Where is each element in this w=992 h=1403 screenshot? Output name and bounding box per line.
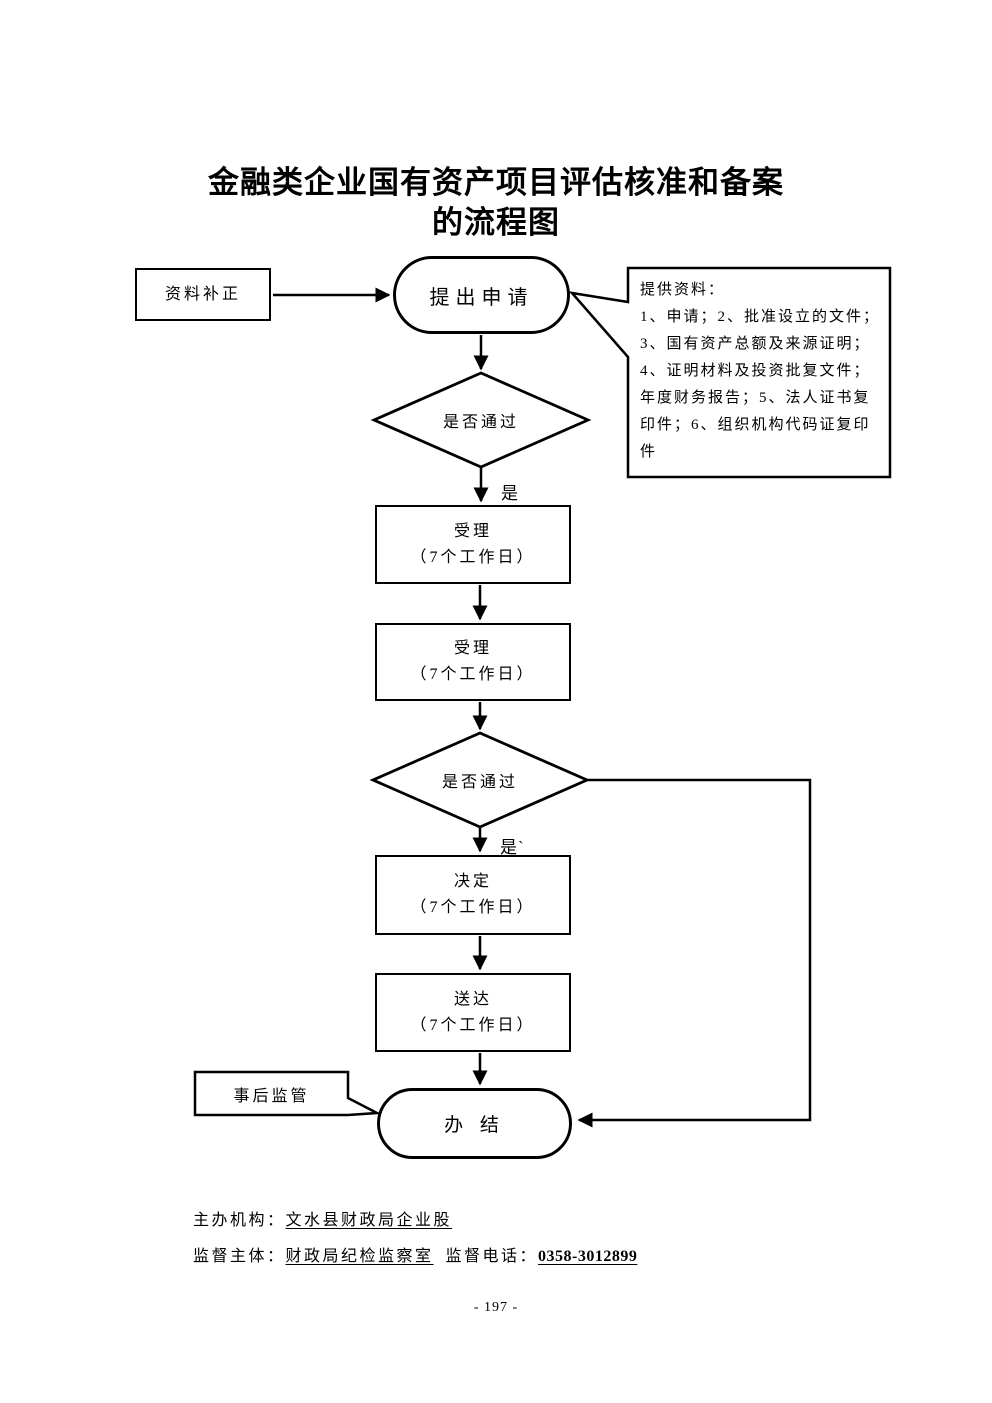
info-line: 印件；6、组织机构代码证复印 <box>640 417 871 433</box>
info-line: 年度财务报告；5、法人证书复 <box>640 390 871 406</box>
accept-box-2-line1: 受理 <box>453 640 492 657</box>
supplement-box-label: 资料补正 <box>164 285 241 303</box>
info-line: 3、国有资产总额及来源证明； <box>640 336 871 352</box>
phone-value: 0358-3012899 <box>538 1248 638 1265</box>
deliver-box: 送达 （7个工作日） <box>375 973 571 1052</box>
organizer-line: 主办机构：文水县财政局企业股 <box>193 1203 637 1239</box>
decide-box: 决定 （7个工作日） <box>375 855 571 935</box>
decision1-label: 是否通过 <box>442 414 520 431</box>
supervisor-value: 财政局纪检监察室 <box>285 1248 434 1265</box>
accept-box-1-line2: （7个工作日） <box>410 548 536 566</box>
decision2-label: 是否通过 <box>441 774 519 791</box>
page-title: 金融类企业国有资产项目评估核准和备案 的流程图 <box>0 163 992 243</box>
organizer-value: 文水县财政局企业股 <box>285 1212 453 1229</box>
feedback-line-no-path <box>577 778 812 1128</box>
decision2-yes-label: 是` <box>500 838 525 857</box>
complete-node: 办 结 <box>377 1088 572 1159</box>
deliver-box-line2: （7个工作日） <box>410 1016 536 1034</box>
info-line: 件 <box>640 444 658 460</box>
deliver-box-line1: 送达 <box>453 990 492 1008</box>
apply-node-label: 提出申请 <box>429 286 534 309</box>
post-supervision-callout-outline <box>193 1070 382 1117</box>
page-title-line1: 金融类企业国有资产项目评估核准和备案 <box>208 165 784 200</box>
supervisor-label: 监督主体： <box>193 1248 286 1265</box>
info-line: 1、申请；2、批准设立的文件； <box>640 309 881 325</box>
phone-label: 监督电话： <box>445 1248 539 1265</box>
info-callout-text: 提供资料： 1、申请；2、批准设立的文件； 3、国有资产总额及来源证明； 4、证… <box>628 268 890 477</box>
complete-node-label: 办 结 <box>444 1115 505 1136</box>
decide-box-line2: （7个工作日） <box>410 899 536 916</box>
footer-info: 主办机构：文水县财政局企业股 监督主体：财政局纪检监察室监督电话：0358-30… <box>193 1203 637 1275</box>
accept-box-2: 受理 （7个工作日） <box>375 623 571 701</box>
supplement-box: 资料补正 <box>135 268 271 321</box>
post-supervision-label: 事后监管 <box>233 1087 310 1105</box>
decision1-yes-label: 是 <box>501 484 519 503</box>
apply-node: 提出申请 <box>393 256 570 334</box>
supervisor-line: 监督主体：财政局纪检监察室监督电话：0358-3012899 <box>193 1239 637 1275</box>
organizer-label: 主办机构： <box>193 1212 286 1229</box>
page-number: - 197 - <box>473 1300 519 1315</box>
accept-box-1-line1: 受理 <box>453 522 492 540</box>
decide-box-line1: 决定 <box>453 873 492 890</box>
page-title-line2: 的流程图 <box>432 205 560 240</box>
accept-box-1: 受理 （7个工作日） <box>375 505 571 584</box>
post-supervision-box: 事后监管 <box>195 1072 348 1115</box>
info-line: 4、证明材料及投资批复文件； <box>640 363 871 379</box>
accept-box-2-line2: （7个工作日） <box>410 666 536 683</box>
info-line: 提供资料： <box>640 282 726 298</box>
info-callout-outline <box>568 266 892 479</box>
